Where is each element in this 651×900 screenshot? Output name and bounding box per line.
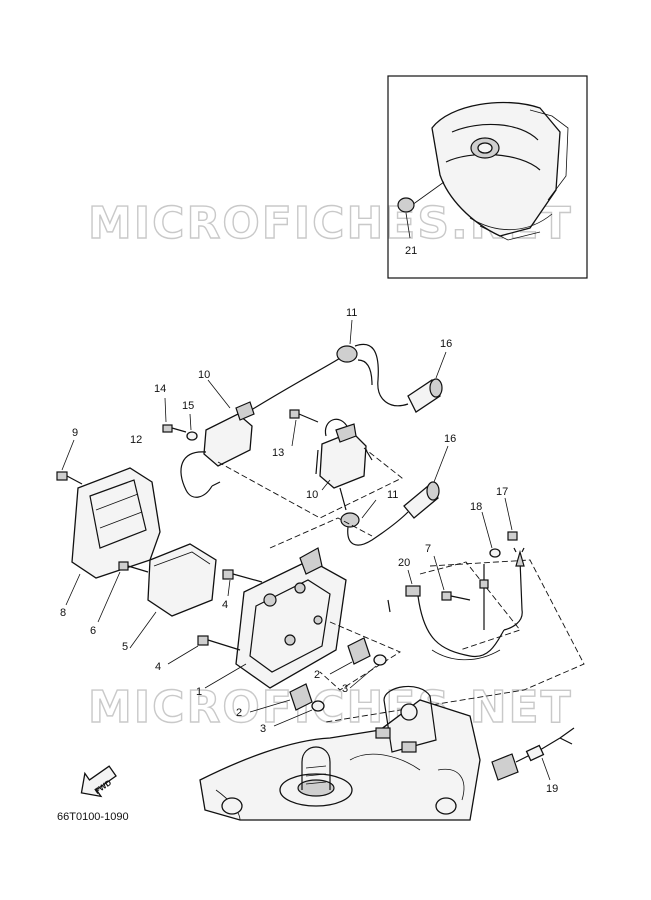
part-18-washer [481, 511, 501, 558]
engine-block [199, 685, 481, 821]
callout-9: 9 [72, 427, 78, 439]
callout-14: 14 [154, 383, 166, 395]
callout-13: 13 [272, 447, 284, 459]
part-4-bolt-lower [167, 635, 241, 665]
callout-8: 8 [60, 607, 66, 619]
callout-3-upper: 3 [342, 683, 348, 695]
callout-18: 18 [470, 501, 482, 513]
assembly-outline-coil [217, 447, 403, 519]
callout-15: 15 [182, 400, 194, 412]
part-7-screw [433, 555, 471, 601]
part-21-seal [397, 197, 415, 213]
part-13-bolt [289, 409, 319, 447]
callout-3-lower: 3 [260, 723, 266, 735]
callout-2-upper: 2 [314, 669, 320, 681]
callout-2-lower: 2 [236, 707, 242, 719]
part-19-stop-switch [491, 727, 575, 781]
callout-19: 19 [546, 783, 558, 795]
part-17-screw [504, 497, 518, 541]
part-4-bolt-upper [222, 569, 263, 597]
part-9-bolt [56, 439, 83, 485]
callout-12: 12 [130, 434, 142, 446]
part-2-grommet-upper [329, 637, 371, 675]
callout-16-lower: 16 [444, 433, 456, 445]
callout-7: 7 [425, 543, 431, 555]
part-6-screw [97, 561, 149, 623]
part-16-lower-cap [403, 445, 449, 519]
lead-wires [479, 547, 525, 631]
callout-10-right: 10 [306, 489, 318, 501]
part-3-collar-upper [349, 654, 387, 689]
part-11-lower-cord [340, 499, 409, 546]
callout-11-lower: 11 [387, 489, 398, 501]
part-5-cdi-unit [129, 543, 217, 649]
part-11-upper-cord [247, 319, 409, 413]
part-1-bracket [204, 547, 347, 689]
callout-16-upper: 16 [440, 338, 452, 350]
callout-5: 5 [122, 641, 128, 653]
assembly-outline-wire [419, 561, 521, 651]
watermark-bottom: MICROFICHES.NET [88, 682, 573, 733]
part-3-collar-lower [273, 700, 325, 727]
callout-1: 1 [196, 686, 202, 698]
assembly-outline-harness [325, 559, 585, 723]
callout-20: 20 [398, 557, 410, 569]
callout-6: 6 [90, 625, 96, 637]
callout-11-upper: 11 [346, 307, 357, 319]
part-20-wire-harness [387, 569, 505, 661]
assembly-outline-upper [269, 517, 373, 549]
callout-17: 17 [496, 486, 508, 498]
part-8-cover [65, 467, 161, 606]
callout-10-left: 10 [198, 369, 210, 381]
forward-arrow-icon: FWD [80, 765, 117, 798]
callout-4-lower: 4 [155, 661, 161, 673]
part-16-upper-cap [407, 351, 447, 413]
part-15-washer [186, 413, 198, 441]
callout-4-upper: 4 [222, 599, 228, 611]
callout-21: 21 [405, 245, 417, 257]
part-10-ignition-coil-left [180, 379, 255, 498]
part-2-grommet-lower [249, 683, 313, 713]
diagram-code: 66T0100-1090 [57, 811, 129, 823]
inset-flywheel-cover [387, 75, 588, 279]
part-14-bolt [162, 397, 187, 433]
part-10-ignition-coil-right [315, 418, 373, 511]
